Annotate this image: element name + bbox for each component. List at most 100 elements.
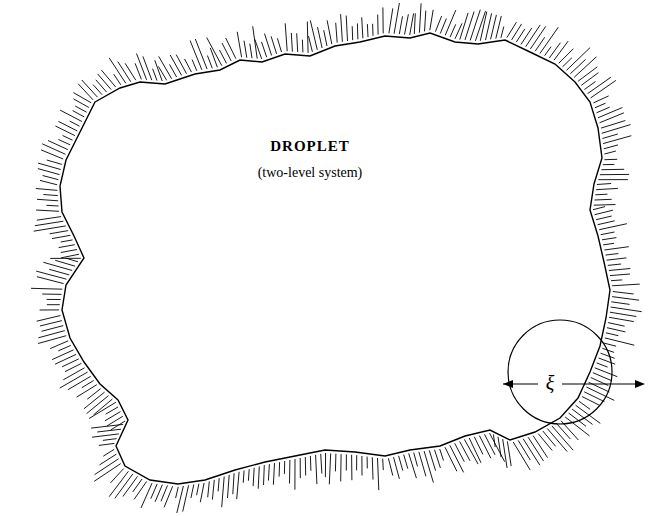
arrow-shaft — [562, 383, 642, 384]
hatch-line — [207, 38, 222, 66]
hatch-line — [243, 471, 245, 483]
hatch-line — [161, 485, 168, 501]
hatch-line — [598, 221, 615, 225]
hatch-line — [134, 482, 147, 500]
hatch-line — [593, 96, 608, 103]
hatch-line — [595, 210, 613, 215]
hatch-line — [445, 447, 457, 471]
hatch-line — [207, 56, 212, 69]
hatch-line — [137, 54, 147, 80]
hatch-line — [36, 189, 58, 191]
hatch-line — [114, 74, 121, 85]
hatch-line — [445, 10, 456, 35]
hatch-line — [43, 176, 59, 180]
hatch-line — [569, 413, 586, 426]
hatch-line — [61, 250, 77, 253]
hatch-line — [440, 449, 444, 461]
hatch-line — [291, 33, 292, 52]
hatch-line — [612, 284, 640, 286]
hatch-line — [554, 41, 568, 60]
hatch-line — [164, 486, 173, 507]
hatch-line — [372, 457, 374, 479]
hatch-line — [250, 44, 252, 59]
hatch-line — [170, 55, 181, 75]
hatch-line — [325, 453, 326, 477]
hatch-line — [470, 10, 480, 41]
hatch-line — [603, 243, 614, 245]
hatch-line — [143, 56, 152, 80]
hatch-line — [613, 292, 634, 295]
hatch-line — [329, 453, 330, 484]
hatch-line — [183, 485, 189, 511]
hatch-line — [582, 397, 600, 406]
hatch-line — [606, 333, 618, 336]
hatch-line — [109, 471, 128, 496]
hatch-line — [58, 345, 71, 351]
hatch-line — [563, 58, 572, 67]
hatch-line — [435, 450, 441, 468]
hatch-line — [101, 70, 115, 87]
hatch-line — [340, 454, 341, 481]
hatch-line — [244, 41, 247, 58]
hatch-line — [300, 458, 301, 478]
hatch-line — [356, 455, 357, 470]
hatch-line — [321, 454, 322, 474]
hatch-line — [47, 160, 62, 164]
hatch-line — [589, 382, 610, 392]
hatch-line — [367, 457, 368, 469]
hatch-line — [302, 40, 304, 53]
hatch-line — [92, 434, 119, 437]
hatch-line — [574, 57, 596, 78]
hatch-line — [125, 63, 136, 80]
hatch-line — [41, 150, 63, 159]
hatch-line — [586, 387, 614, 400]
hatch-line — [103, 449, 114, 456]
hatch-line — [47, 299, 61, 300]
hatch-line — [584, 392, 604, 402]
hatch-line — [268, 464, 269, 481]
hatch-line — [352, 26, 354, 40]
hatch-line — [528, 437, 543, 461]
hatch-line — [191, 485, 194, 499]
hatch-line — [50, 231, 68, 234]
hatch-line — [594, 204, 616, 206]
hatch-line — [424, 451, 433, 483]
hatch-line — [593, 207, 605, 210]
hatch-line — [255, 39, 262, 59]
hatch-line — [507, 441, 511, 466]
hatch-line — [185, 59, 192, 72]
hatch-line — [603, 164, 615, 165]
hatch-line — [604, 247, 629, 250]
hatch-line — [521, 28, 532, 45]
hatch-line — [419, 3, 421, 32]
droplet-outline — [40, 20, 630, 500]
hatch-line — [572, 409, 592, 424]
hatch-line — [465, 12, 474, 40]
hatch-line — [237, 472, 239, 499]
hatch-line — [40, 180, 57, 184]
hatch-line — [36, 271, 66, 279]
hatch-line — [50, 341, 68, 349]
hatch-line — [414, 453, 418, 467]
hatch-line — [97, 429, 121, 432]
hatch-line — [611, 279, 622, 281]
hatch-line — [410, 13, 414, 35]
hatch-line — [70, 121, 80, 126]
hatch-line — [77, 385, 97, 398]
length-label: ξ — [544, 372, 557, 395]
hatch-line — [277, 38, 281, 52]
hatch-line — [567, 48, 591, 71]
droplet-subtitle: (two-level system) — [258, 165, 363, 181]
hatch-line — [533, 436, 548, 458]
hatch-line — [34, 226, 66, 231]
hatch-line — [602, 134, 617, 139]
hatch-line — [63, 136, 73, 141]
hatch-line — [212, 480, 214, 500]
hatch-line — [159, 56, 172, 78]
hatch-line — [490, 433, 505, 462]
hatch-line — [40, 309, 59, 310]
hatch-line — [596, 216, 612, 220]
hatch-line — [602, 238, 616, 240]
hatch-line — [480, 12, 487, 41]
hatch-line — [419, 452, 426, 477]
